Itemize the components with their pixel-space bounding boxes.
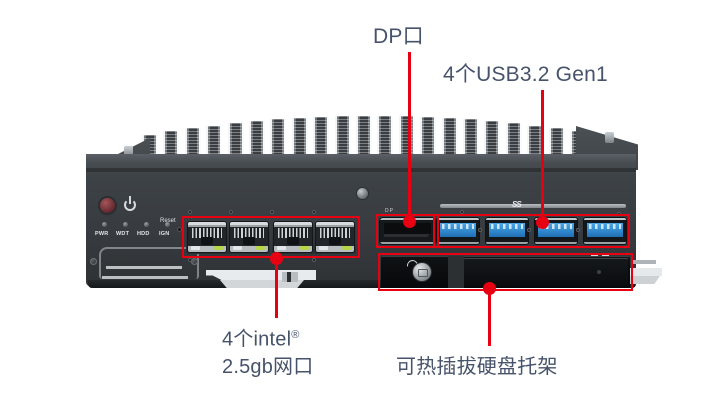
led-ign [165,222,170,227]
lan-port-pair-left[interactable] [186,220,270,254]
leader-line-usb [541,90,544,222]
callout-lan-line1: 4个intel [222,328,292,351]
bracket-feet [282,272,298,282]
chassis-screw [191,258,198,265]
bottom-mounting-bracket [206,270,316,288]
antenna-nub-right [605,132,614,143]
usb-superspeed-logo: SS [512,200,522,209]
panel-pinhole [312,258,316,262]
lan-port-pair-right[interactable] [272,220,356,254]
reset-label: Reset [160,218,176,224]
lan-port-3[interactable] [274,222,312,252]
highlight-box-usb-ports [433,214,630,248]
leader-dot-dp [403,215,416,228]
callout-label-lan: 4个intel® 2.5gb网口 [222,322,313,381]
led-label-ign: IGN [159,231,170,237]
led-hdd [144,222,149,227]
panel-pinhole [270,210,274,214]
usb-divider-pinhole [527,228,531,232]
led-pwr [102,222,107,227]
panel-pinhole [188,210,192,214]
chassis-face-shadow [86,168,636,172]
usb-silkscreen-rail [440,204,626,208]
panel-pinhole [229,210,233,214]
power-symbol-icon [123,196,137,211]
led-label-pwr: PWR [95,231,109,237]
callout-label-usb: 4个USB3.2 Gen1 [443,63,608,86]
callout-lan-superscript: ® [291,329,300,341]
leader-dot-hdd [483,282,496,295]
drive-bay-divider [448,256,464,288]
usb-divider-pinhole [576,228,580,232]
chassis-center-screw [357,188,368,199]
usb-divider-pinhole [478,228,482,232]
lan-port-2[interactable] [230,222,268,252]
lan-port-1[interactable] [188,222,226,252]
leader-line-hdd [488,290,491,346]
antenna-nub-left [124,146,133,157]
highlight-box-drive-bay [378,253,633,291]
hotswap-drive-bay[interactable] [381,256,630,288]
leader-dot-usb [536,216,549,229]
dp-port-silkscreen-label: DP [385,208,394,214]
led-label-hdd: HDD [137,231,150,237]
panel-pinhole [312,210,316,214]
callout-label-hdd: 可热插拔硬盘托架 [396,356,558,378]
leader-line-dp [408,52,411,220]
right-mounting-ear [618,268,662,284]
usb-port-4[interactable] [584,218,626,244]
callout-lan-line2: 2.5gb网口 [222,355,314,378]
vent-slat [106,266,182,269]
vent-slat [102,276,188,279]
chassis-screw [90,258,97,265]
chassis-bottom-edge [88,280,636,288]
led-label-wdt: WDT [116,231,130,237]
usb-port-2[interactable] [486,218,528,244]
led-wdt [123,222,128,227]
drive-tray-pinhole [597,270,601,274]
right-panel-label-strip [618,260,656,264]
chassis-top-rail [86,154,636,164]
left-bracket-outline [99,247,199,279]
callout-label-dp: DP口 [373,25,424,48]
drive-tray-lock-screw[interactable] [413,263,431,281]
leader-dot-lan [270,252,283,265]
usb-port-1[interactable] [437,218,479,244]
power-button[interactable] [100,198,115,213]
leader-line-lan [275,258,278,318]
highlight-box-lan-ports [182,216,360,258]
panel-pinhole [188,258,192,262]
reset-pinhole-button[interactable] [177,227,182,232]
lan-port-4[interactable] [316,222,354,252]
panel-pinhole [460,210,464,214]
